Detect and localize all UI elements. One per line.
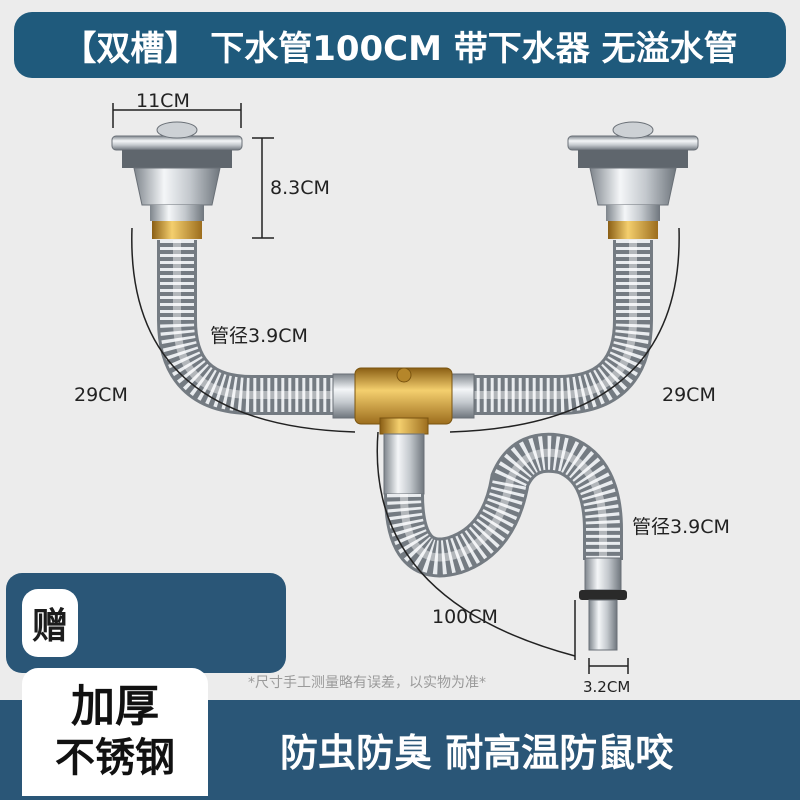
- right-strainer: [567, 121, 699, 239]
- badge-line-2: 不锈钢: [55, 735, 175, 781]
- pipe-diameter-top-label: 管径3.9CM: [210, 325, 308, 347]
- right-length-label: 29CM: [662, 384, 716, 406]
- thick-steel-badge: 加厚 不锈钢: [22, 668, 208, 796]
- strainer-height-label: 8.3CM: [270, 177, 330, 199]
- left-hose: [157, 240, 345, 415]
- left-strainer: [111, 121, 243, 239]
- gift-label: 赠: [22, 589, 78, 657]
- title-text: 【双槽】 下水管100CM 带下水器 无溢水管: [62, 28, 738, 69]
- brass-tee: [332, 367, 475, 435]
- strainer-width-label: 11CM: [136, 90, 190, 112]
- badge-line-1: 加厚: [71, 681, 159, 732]
- features-text: 防虫防臭 耐高温防鼠咬: [280, 731, 674, 775]
- left-length-label: 29CM: [74, 384, 128, 406]
- outlet-diameter-label: 3.2CM: [583, 678, 631, 696]
- right-hose: [470, 240, 653, 415]
- drain-length-label: 100CM: [432, 606, 498, 628]
- pipe-diameter-drain-label: 管径3.9CM: [632, 516, 730, 538]
- drain-hose: [383, 432, 627, 651]
- measurement-note: *尺寸手工测量略有误差，以实物为准*: [248, 675, 486, 691]
- gift-panel: 赠: [6, 573, 286, 673]
- title-banner: 【双槽】 下水管100CM 带下水器 无溢水管: [14, 12, 786, 78]
- dimension-lines: [112, 103, 680, 674]
